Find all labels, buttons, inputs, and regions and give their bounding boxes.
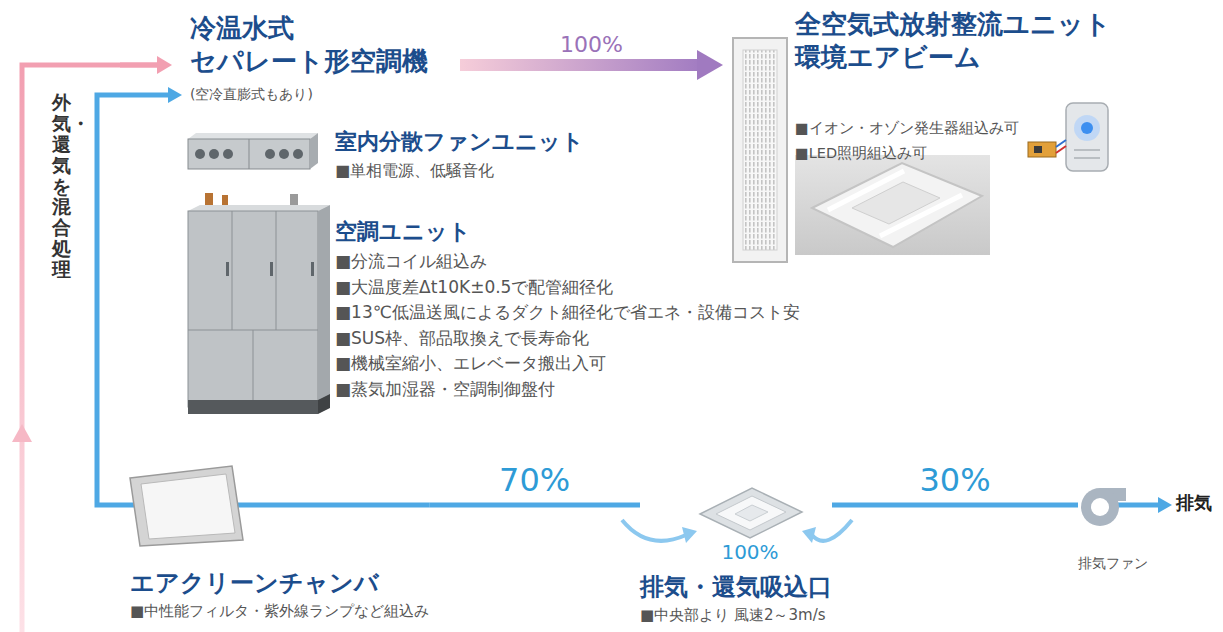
suction-arrow bbox=[622, 520, 686, 541]
feature-bullet: ■蒸気加湿器・空調制御盤付 bbox=[335, 377, 800, 403]
flow-line bbox=[429, 503, 640, 508]
ion-generator-illustration bbox=[1028, 103, 1108, 171]
arrow-head bbox=[157, 56, 172, 74]
flow-line bbox=[97, 95, 429, 505]
feature-bullet: ■13℃低温送風によるダクト細径化で省エネ・設備コスト安 bbox=[335, 300, 800, 326]
air-chamber: エアクリーンチャンバ ■中性能フィルタ・紫外線ランプなど組込み bbox=[128, 466, 429, 621]
arrow-head bbox=[697, 50, 723, 80]
arrow-head bbox=[12, 424, 32, 442]
flow-percentage: 100% bbox=[560, 33, 623, 56]
suction-arrow bbox=[812, 520, 852, 541]
ac-unit: 空調ユニット ■分流コイル組込み■大温度差Δt10K±0.5で配管細径化■13℃低… bbox=[186, 200, 800, 418]
arrow-head bbox=[168, 87, 182, 103]
feature-bullet: ■機械室縮小、エレベータ搬出入可 bbox=[335, 351, 800, 377]
exhaust-label: 排気 bbox=[1176, 494, 1212, 513]
feature-bullet: ■大温度差Δt10K±0.5で配管細径化 bbox=[335, 275, 800, 301]
flow-line bbox=[832, 503, 1078, 508]
unit-title: 冷温水式 セパレート形空調機 bbox=[190, 12, 450, 79]
feature-bullet: ■中央部より 風速2～3m/s bbox=[640, 606, 832, 626]
flow-connector bbox=[429, 505, 640, 506]
feature-bullet: ■分流コイル組込み bbox=[335, 249, 800, 275]
feature-bullet: ■単相電源、低騒音化 bbox=[335, 161, 584, 182]
exhaust-fan: 排気ファン bbox=[1078, 484, 1148, 572]
feature-bullet: ■SUS枠、部品取換えで長寿命化 bbox=[335, 326, 800, 352]
pink-intake-line bbox=[22, 65, 158, 632]
flow-note: 外気・還気を混合処理 bbox=[52, 92, 71, 280]
beam-panel-illustration bbox=[733, 38, 787, 262]
air-chamber-illustration bbox=[130, 466, 243, 546]
fan-unit-illustration bbox=[188, 133, 318, 169]
beam-unit: 全空気式放射整流ユニット 環境エアビーム ■イオン・オゾン発生器組込み可 ■LED照… bbox=[733, 8, 1133, 264]
feature-bullet: ■LED照明組込み可 bbox=[795, 144, 1133, 163]
return-grille-illustration bbox=[700, 488, 802, 538]
unit-title: 排気・還気吸込口 bbox=[640, 572, 832, 603]
exhaust-fan-illustration bbox=[1081, 488, 1126, 526]
arrow-head bbox=[682, 527, 697, 543]
ceiling-photo bbox=[795, 155, 990, 255]
arrow-head bbox=[802, 527, 816, 543]
ac-unit-illustration bbox=[188, 193, 330, 414]
unit-title: 室内分散ファンユニット bbox=[335, 128, 584, 156]
feature-bullet: ■中性能フィルタ・紫外線ランプなど組込み bbox=[130, 602, 429, 622]
flow-arrow-body bbox=[460, 59, 697, 71]
flow-percentage: 30% bbox=[919, 464, 990, 498]
flow-connector bbox=[832, 505, 1078, 506]
arrow-head bbox=[1158, 497, 1172, 513]
pink-intake-line bbox=[120, 63, 158, 68]
fan-unit: 室内分散ファンユニット ■単相電源、低騒音化 bbox=[186, 128, 584, 182]
feature-bullet: ■イオン・オゾン発生器組込み可 bbox=[795, 119, 1133, 138]
unit-title: 空調ユニット bbox=[335, 218, 800, 246]
unit-heading: 冷温水式 セパレート形空調機 (空冷直膨式もあり) bbox=[185, 12, 450, 103]
unit-title: エアクリーンチャンバ bbox=[130, 568, 429, 599]
flow-percentage: 70% bbox=[499, 464, 570, 498]
unit-caption: 排気ファン bbox=[1078, 554, 1148, 572]
flow-percentage: 100% bbox=[721, 542, 778, 563]
feature-bullet: (空冷直膨式もあり) bbox=[190, 85, 450, 103]
unit-title: 全空気式放射整流ユニット 環境エアビーム bbox=[795, 8, 1133, 75]
